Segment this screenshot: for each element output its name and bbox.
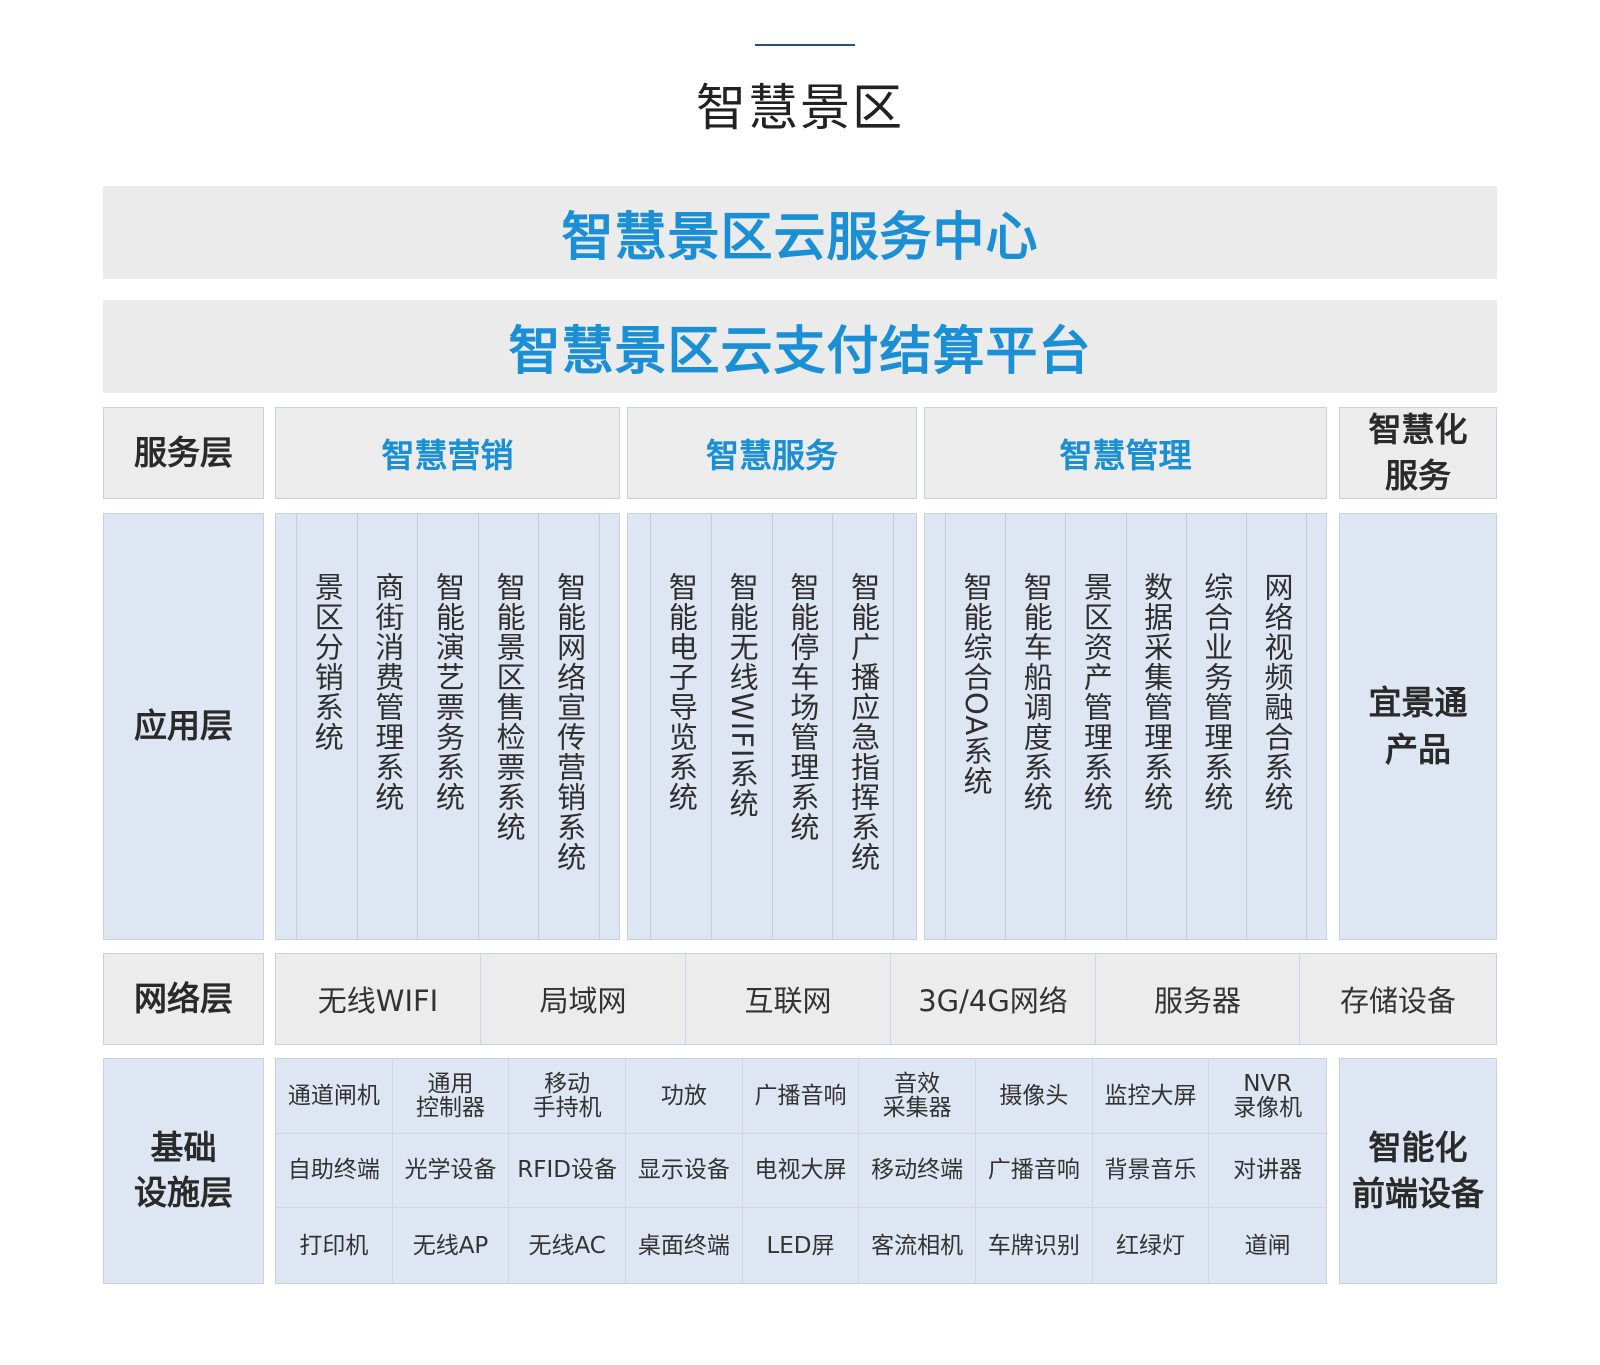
infra-item: RFID设备 xyxy=(509,1133,626,1209)
app-item: 智能车船调度系统 xyxy=(1006,514,1067,939)
infra-item: 对讲器 xyxy=(1209,1134,1326,1209)
app-item-label: 景区分销系统 xyxy=(310,572,345,752)
infra-item: 广播音响 xyxy=(975,1133,1093,1209)
infra-item: 移动 手持机 xyxy=(509,1059,626,1134)
app-item-label: 景区资产管理系统 xyxy=(1079,572,1114,812)
infra-item: 通道闸机 xyxy=(276,1059,393,1134)
app-item-label: 智能广播应急指挥系统 xyxy=(846,572,881,872)
infra-item: 光学设备 xyxy=(392,1133,510,1209)
infra-layer-right: 智能化 前端设备 xyxy=(1339,1058,1497,1284)
infra-item: 打印机 xyxy=(276,1208,393,1283)
infra-item: 摄像头 xyxy=(975,1059,1093,1134)
banner-cloud-payment-platform: 智慧景区云支付结算平台 xyxy=(103,300,1497,393)
service-group-management: 智慧管理 xyxy=(924,407,1327,499)
infra-item: NVR 录像机 xyxy=(1209,1059,1326,1134)
service-group-service: 智慧服务 xyxy=(627,407,917,499)
app-item: 景区分销系统 xyxy=(297,514,358,939)
banner-cloud-service-center: 智慧景区云服务中心 xyxy=(103,186,1497,279)
app-group-marketing: 景区分销系统 商街消费管理系统 智能演艺票务系统 智能景区售检票系统 智能网络宣… xyxy=(275,513,620,940)
infra-item: 红绿灯 xyxy=(1093,1208,1210,1283)
app-layer-right: 宜景通 产品 xyxy=(1339,513,1497,940)
infra-item: 无线AC xyxy=(509,1208,626,1283)
app-item-label: 智能网络宣传营销系统 xyxy=(552,572,587,872)
app-item: 智能无线WIFI系统 xyxy=(712,514,773,939)
app-group-marketing-cols: 景区分销系统 商街消费管理系统 智能演艺票务系统 智能景区售检票系统 智能网络宣… xyxy=(296,514,600,939)
app-item-label: 智能停车场管理系统 xyxy=(785,572,820,842)
infra-item: 电视大屏 xyxy=(742,1133,860,1209)
app-group-service: 智能电子导览系统 智能无线WIFI系统 智能停车场管理系统 智能广播应急指挥系统 xyxy=(627,513,917,940)
infra-item: 车牌识别 xyxy=(976,1208,1093,1283)
app-item-label: 综合业务管理系统 xyxy=(1199,572,1234,812)
infra-item: 移动终端 xyxy=(859,1133,976,1209)
app-item-label: 数据采集管理系统 xyxy=(1139,572,1174,812)
app-item: 网络视频融合系统 xyxy=(1247,514,1306,939)
infra-item: 背景音乐 xyxy=(1092,1133,1210,1209)
infra-item: 广播音响 xyxy=(742,1059,860,1134)
infra-item: 音效 采集器 xyxy=(859,1059,976,1134)
infra-item: LED屏 xyxy=(743,1208,860,1283)
network-item: 3G/4G网络 xyxy=(891,954,1096,1044)
title-rule xyxy=(755,44,855,46)
app-layer-label: 应用层 xyxy=(103,513,264,940)
app-item-label: 智能车船调度系统 xyxy=(1019,572,1054,812)
app-item-label: 智能综合OA系统 xyxy=(959,572,994,797)
app-item: 智能综合OA系统 xyxy=(946,514,1007,939)
app-item-label: 商街消费管理系统 xyxy=(370,572,405,812)
app-item: 智能停车场管理系统 xyxy=(773,514,834,939)
app-group-service-cols: 智能电子导览系统 智能无线WIFI系统 智能停车场管理系统 智能广播应急指挥系统 xyxy=(650,514,894,939)
app-item-label: 网络视频融合系统 xyxy=(1259,572,1294,812)
infra-grid: 通道闸机 通用 控制器 移动 手持机 功放 广播音响 音效 采集器 摄像头 监控… xyxy=(275,1058,1327,1284)
app-item: 智能电子导览系统 xyxy=(651,514,712,939)
app-group-management: 智能综合OA系统 智能车船调度系统 景区资产管理系统 数据采集管理系统 综合业务… xyxy=(924,513,1327,940)
app-group-management-cols: 智能综合OA系统 智能车船调度系统 景区资产管理系统 数据采集管理系统 综合业务… xyxy=(945,514,1307,939)
infra-item: 无线AP xyxy=(393,1208,510,1283)
app-item: 智能广播应急指挥系统 xyxy=(833,514,893,939)
app-item: 综合业务管理系统 xyxy=(1187,514,1247,939)
infra-item: 监控大屏 xyxy=(1092,1059,1210,1134)
infra-item: 通用 控制器 xyxy=(392,1059,510,1134)
app-item-label: 智能演艺票务系统 xyxy=(431,572,466,812)
network-item: 服务器 xyxy=(1096,954,1300,1044)
app-item: 智能网络宣传营销系统 xyxy=(539,514,599,939)
app-item: 智能演艺票务系统 xyxy=(418,514,479,939)
app-item: 景区资产管理系统 xyxy=(1066,514,1127,939)
app-item: 商街消费管理系统 xyxy=(358,514,419,939)
network-item: 局域网 xyxy=(481,954,686,1044)
network-item: 无线WIFI xyxy=(276,954,481,1044)
network-item: 存储设备 xyxy=(1339,984,1456,1018)
network-layer-label: 网络层 xyxy=(103,953,264,1045)
network-items: 无线WIFI 局域网 互联网 3G/4G网络 服务器 存储设备 xyxy=(275,953,1497,1045)
infra-layer-label: 基础 设施层 xyxy=(103,1058,264,1284)
infra-item: 桌面终端 xyxy=(626,1208,743,1283)
service-layer-right: 智慧化 服务 xyxy=(1339,407,1497,499)
app-item: 数据采集管理系统 xyxy=(1127,514,1187,939)
infra-item: 自助终端 xyxy=(276,1133,393,1209)
app-item: 智能景区售检票系统 xyxy=(479,514,540,939)
infra-item: 客流相机 xyxy=(859,1208,976,1283)
network-item: 互联网 xyxy=(686,954,891,1044)
infra-item: 道闸 xyxy=(1244,1232,1291,1259)
service-layer-label: 服务层 xyxy=(103,407,264,499)
app-item-label: 智能电子导览系统 xyxy=(664,572,699,812)
app-item-label: 智能景区售检票系统 xyxy=(492,572,527,842)
infra-item: 功放 xyxy=(625,1059,743,1134)
infra-item: 显示设备 xyxy=(625,1133,743,1209)
page-title: 智慧景区 xyxy=(696,79,904,137)
service-group-marketing: 智慧营销 xyxy=(275,407,620,499)
app-item-label: 智能无线WIFI系统 xyxy=(725,572,760,819)
